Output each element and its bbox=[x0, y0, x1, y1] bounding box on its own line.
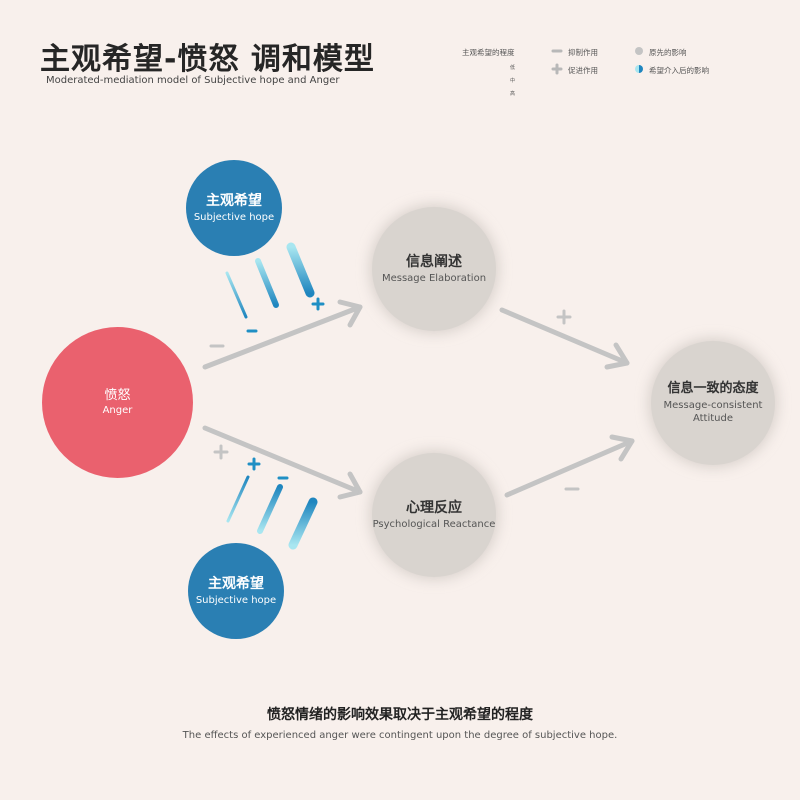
arrow-elaboration-to-attitude bbox=[499, 307, 630, 370]
legend-level-high: 高 bbox=[510, 91, 516, 97]
node-psychological-reactance: 心理反应 Psychological Reactance bbox=[372, 453, 496, 577]
plus-icon-anger-reactance bbox=[213, 444, 229, 460]
node-message-consistent-attitude: 信息一致的态度 Message-consistent Attitude bbox=[651, 341, 775, 465]
node-hope-bottom-zh: 主观希望 bbox=[208, 576, 264, 593]
legend-blue-dot-icon bbox=[635, 65, 643, 73]
plus-icon-hope-bottom bbox=[247, 457, 261, 471]
node-attitude-zh: 信息一致的态度 bbox=[667, 380, 759, 396]
legend-hope-effect-label: 希望介入后的影响 bbox=[649, 66, 709, 75]
node-anger: 愤怒 Anger bbox=[42, 327, 193, 478]
legend-promote-label: 促进作用 bbox=[568, 66, 598, 75]
arrow-anger-to-elaboration bbox=[202, 299, 363, 370]
plus-icon-elaboration-attitude bbox=[556, 309, 572, 325]
plus-icon-hope-top bbox=[311, 297, 325, 311]
node-reactance-zh: 心理反应 bbox=[406, 500, 462, 517]
hope-top-moderator-bars bbox=[225, 242, 315, 319]
node-anger-en: Anger bbox=[102, 405, 133, 417]
page-title: 主观希望-愤怒 调和模型 bbox=[40, 42, 375, 77]
page-subtitle: Moderated-mediation model of Subjective … bbox=[46, 75, 340, 86]
footer-caption-zh: 愤怒情绪的影响效果取决于主观希望的程度 bbox=[267, 707, 533, 723]
node-elaboration-en: Message Elaboration bbox=[381, 272, 487, 284]
node-hope-bottom-en: Subjective hope bbox=[195, 594, 277, 606]
legend-level-low: 低 bbox=[510, 65, 516, 71]
legend-inhibit-label: 抑制作用 bbox=[568, 48, 598, 57]
node-anger-zh: 愤怒 bbox=[104, 387, 131, 403]
node-elaboration-zh: 信息阐述 bbox=[406, 254, 462, 271]
legend-gradient-bars bbox=[463, 65, 506, 96]
arrow-reactance-to-attitude bbox=[504, 434, 635, 498]
node-hope-top-en: Subjective hope bbox=[193, 211, 275, 223]
node-hope-top-zh: 主观希望 bbox=[206, 193, 262, 210]
legend-hope-degree-label: 主观希望的程度 bbox=[462, 48, 515, 57]
legend-plus-icon bbox=[551, 63, 563, 75]
node-reactance-en: Psychological Reactance bbox=[372, 518, 496, 530]
arrow-anger-to-reactance bbox=[202, 425, 363, 500]
legend-original-effect-label: 原先的影响 bbox=[649, 48, 687, 57]
node-attitude-en: Message-consistent Attitude bbox=[663, 400, 763, 425]
node-message-elaboration: 信息阐述 Message Elaboration bbox=[372, 207, 496, 331]
legend-level-mid: 中 bbox=[510, 78, 516, 84]
node-hope-top: 主观希望 Subjective hope bbox=[186, 160, 282, 256]
legend-gray-dot-icon bbox=[635, 47, 643, 55]
footer-caption-en: The effects of experienced anger were co… bbox=[182, 730, 618, 741]
node-hope-bottom: 主观希望 Subjective hope bbox=[188, 543, 284, 639]
hope-bottom-moderator-bars bbox=[226, 475, 318, 550]
